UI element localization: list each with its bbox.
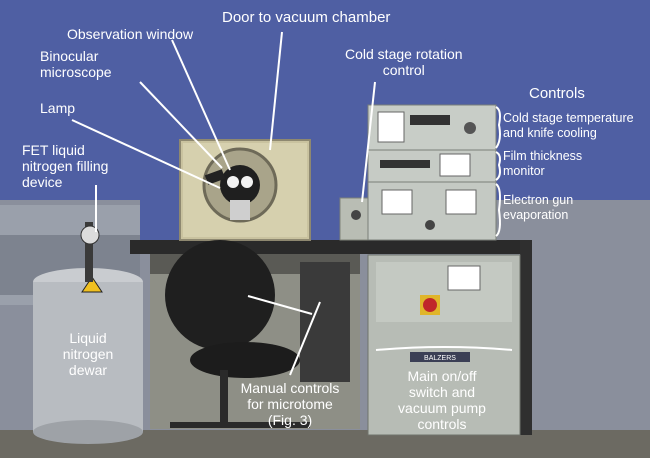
label-controls-heading: Controls <box>529 85 585 102</box>
brand-plate: BALZERS <box>424 355 456 362</box>
label-liquid-nitrogen-dewar: Liquid nitrogen dewar <box>46 330 130 378</box>
label-observation-window: Observation window <box>67 26 194 42</box>
label-main-line2: switch and <box>408 384 476 400</box>
label-electron-gun: Electron gun evaporation <box>503 193 573 223</box>
label-cold-stage-rotation: Cold stage rotation control <box>345 46 463 78</box>
chair-back <box>165 240 275 350</box>
label-dewar-line1: Liquid <box>69 330 107 346</box>
label-manual-line1: Manual controls <box>240 380 340 396</box>
label-dewar-line2: nitrogen <box>62 346 114 362</box>
label-cold-stage-line1: Cold stage rotation <box>345 46 463 62</box>
label-binocular-line2: microscope <box>40 64 112 80</box>
dewar-body <box>33 282 143 432</box>
label-cold-stage-line2: control <box>382 62 425 78</box>
label-main-switch: Main on/off switch and vacuum pump contr… <box>382 368 502 432</box>
label-main-line1: Main on/off <box>407 368 477 384</box>
label-temperature-line1: Cold stage temperature <box>503 111 634 125</box>
label-lamp: Lamp <box>40 100 76 116</box>
label-temperature-line2: and knife cooling <box>503 126 597 140</box>
label-manual-controls: Manual controls for microtome (Fig. 3) <box>230 380 350 428</box>
label-door: Door to vacuum chamber <box>222 9 391 26</box>
label-main-line4: controls <box>417 416 467 432</box>
label-cold-stage-temperature: Cold stage temperature and knife cooling <box>503 111 634 141</box>
label-binocular-microscope: Binocular microscope <box>40 48 112 80</box>
label-fet-line2: nitrogen filling <box>22 158 109 174</box>
label-film-line1: Film thickness <box>503 149 583 163</box>
label-main-line3: vacuum pump <box>398 400 486 416</box>
warning-sticker <box>81 276 103 293</box>
label-film-line2: monitor <box>503 164 545 178</box>
label-manual-line3: (Fig. 3) <box>267 412 313 428</box>
label-electron-line2: evaporation <box>503 208 569 222</box>
label-fet-device: FET liquid nitrogen filling device <box>22 142 108 190</box>
label-electron-line1: Electron gun <box>503 193 574 207</box>
chair-seat <box>190 342 300 378</box>
label-dewar-line3: dewar <box>68 362 108 378</box>
label-film-thickness: Film thickness monitor <box>503 149 582 179</box>
label-fet-line1: FET liquid <box>22 142 85 158</box>
label-fet-line3: device <box>22 174 63 190</box>
label-binocular-line1: Binocular <box>40 48 99 64</box>
label-manual-line2: for microtome <box>247 396 333 412</box>
